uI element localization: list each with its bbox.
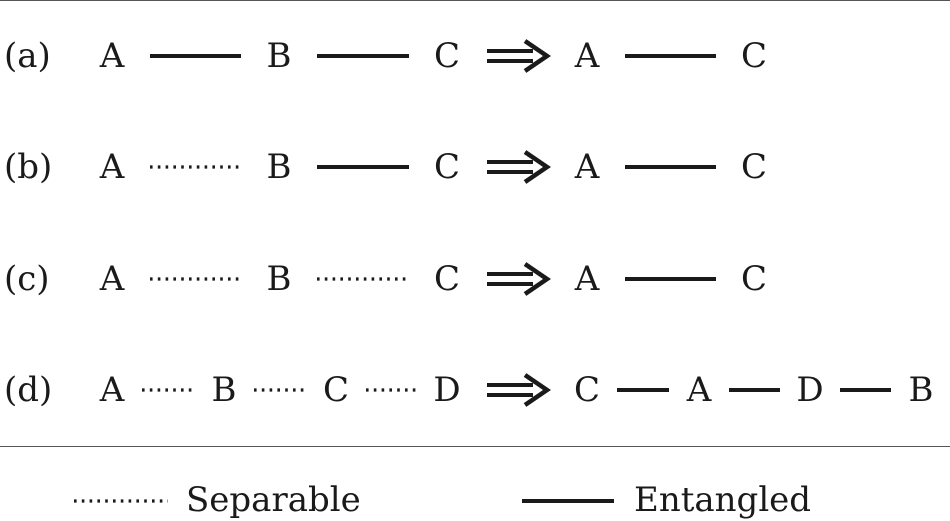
row-d-left-node: A xyxy=(99,370,125,410)
row-d-left-node: D xyxy=(433,370,461,410)
row-b-left-node: A xyxy=(99,147,125,187)
row-c-right-node: A xyxy=(574,259,600,299)
legend-separable-label: Separable xyxy=(186,480,361,520)
row-d-right-node: D xyxy=(796,370,824,410)
row-d-left-node: B xyxy=(211,370,237,410)
row-a-right-node: C xyxy=(740,36,768,76)
row-d-left-node: C xyxy=(322,370,350,410)
row-c-left-node: A xyxy=(99,259,125,299)
row-d-right-node: C xyxy=(573,370,601,410)
row-d-right-node: B xyxy=(908,370,934,410)
row-a-left-node: A xyxy=(99,36,125,76)
row-a-left-node: C xyxy=(433,36,461,76)
row-a-right-node: A xyxy=(574,36,600,76)
row-d-double-right-arrow-icon xyxy=(487,373,551,407)
row-c-right-node: C xyxy=(740,259,768,299)
row-a-label: (a) xyxy=(4,36,51,76)
bottom-rule xyxy=(0,446,950,447)
row-c-left-node: B xyxy=(266,259,292,299)
row-b-double-right-arrow-icon xyxy=(487,150,551,184)
row-b-right-node: C xyxy=(740,147,768,187)
row-b-label: (b) xyxy=(4,147,53,187)
legend-entangled-label: Entangled xyxy=(634,480,812,520)
row-b-right-node: A xyxy=(574,147,600,187)
row-a-double-right-arrow-icon xyxy=(487,39,551,73)
row-a-left-node: B xyxy=(266,36,292,76)
row-c-left-node: C xyxy=(433,259,461,299)
top-rule xyxy=(0,0,950,1)
row-c-label: (c) xyxy=(4,259,50,299)
row-c-double-right-arrow-icon xyxy=(487,262,551,296)
row-d-right-node: A xyxy=(686,370,712,410)
row-b-left-node: C xyxy=(433,147,461,187)
row-d-label: (d) xyxy=(4,370,53,410)
row-b-left-node: B xyxy=(266,147,292,187)
